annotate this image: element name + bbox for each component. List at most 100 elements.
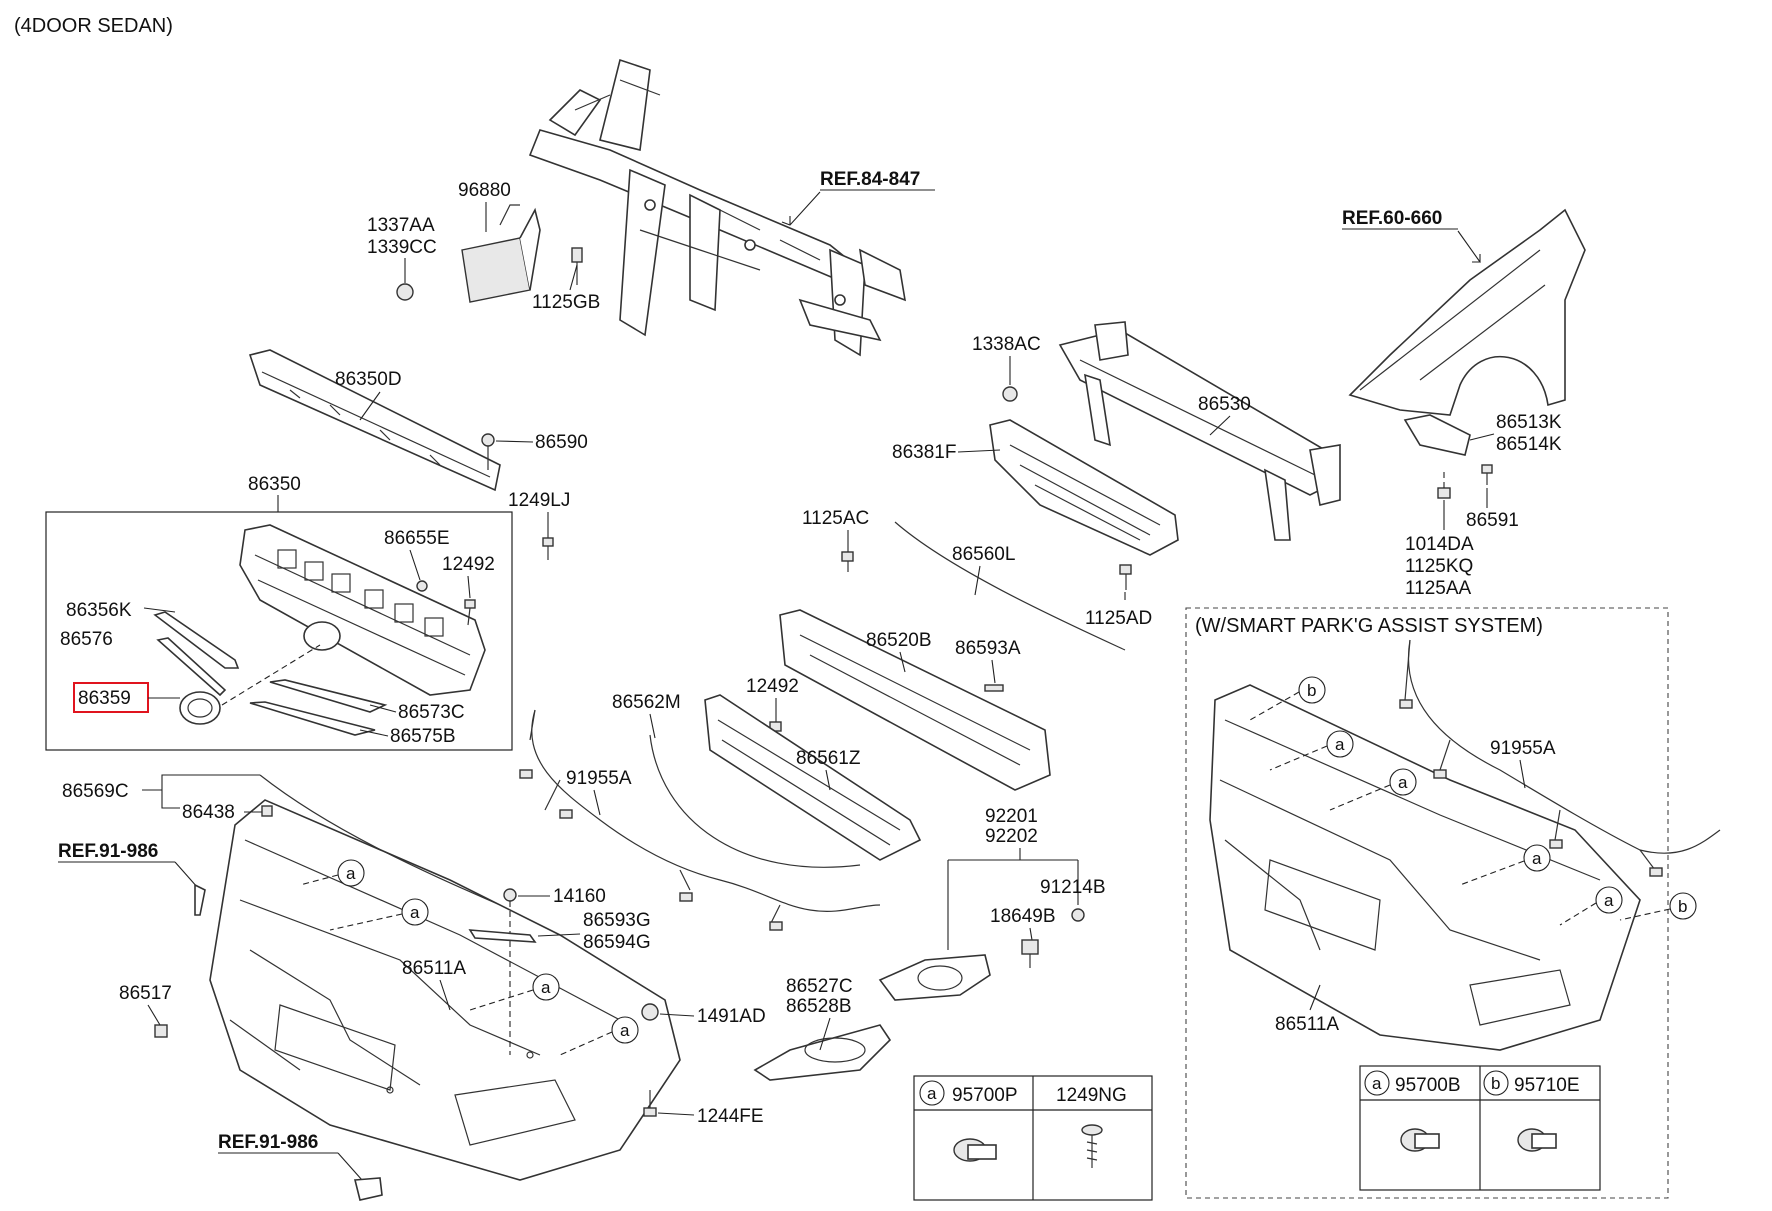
screw-1244fe[interactable] bbox=[643, 1090, 657, 1117]
label-91214b: 91214B bbox=[1040, 877, 1106, 898]
label-86594g: 86594G bbox=[583, 932, 651, 953]
molding-86569c[interactable] bbox=[259, 774, 501, 906]
label-86655e: 86655E bbox=[384, 528, 450, 549]
ref-crossmember[interactable]: REF.84-847 bbox=[820, 169, 920, 190]
front-bumper-86511a[interactable] bbox=[209, 799, 681, 1181]
crossmember-assembly[interactable] bbox=[528, 58, 907, 357]
svg-text:b: b bbox=[1678, 897, 1687, 916]
label-86520b: 86520B bbox=[866, 630, 932, 651]
label-1125kq: 1125KQ bbox=[1405, 556, 1473, 577]
molding-86575b[interactable] bbox=[249, 701, 376, 736]
label-86560l: 86560L bbox=[952, 544, 1015, 565]
grille-cover-86350d[interactable] bbox=[248, 349, 501, 492]
sensor-b-icon bbox=[1517, 1128, 1557, 1152]
label-91955a: 91955A bbox=[566, 768, 632, 789]
molding-86560l[interactable] bbox=[894, 521, 1126, 651]
label-92202: 92202 bbox=[985, 826, 1038, 847]
energy-absorber-86520b[interactable] bbox=[779, 609, 1051, 791]
sp-marker-a-4: a bbox=[1595, 886, 1623, 914]
variant-header: (4DOOR SEDAN) bbox=[14, 15, 173, 37]
sp-legend-b-code: 95710E bbox=[1514, 1075, 1580, 1096]
screw-1249lj[interactable] bbox=[542, 537, 554, 560]
screw-1125ac[interactable] bbox=[841, 551, 854, 572]
fog-lamp-cover-86527c[interactable] bbox=[753, 1024, 892, 1081]
molding-86576[interactable] bbox=[156, 637, 227, 697]
marker-a-2: a bbox=[401, 898, 429, 926]
label-1339cc: 1339CC bbox=[367, 237, 437, 258]
clip-1491ad[interactable] bbox=[641, 1003, 659, 1021]
nut-1338ac[interactable] bbox=[1002, 386, 1018, 402]
label-86530: 86530 bbox=[1198, 394, 1251, 415]
lower-grille-86381f[interactable] bbox=[989, 419, 1179, 556]
label-86593a: 86593A bbox=[955, 638, 1021, 659]
cap-86517[interactable] bbox=[154, 1024, 168, 1038]
smart-park-bumper[interactable] bbox=[1209, 684, 1641, 1051]
svg-text:a: a bbox=[927, 1084, 937, 1103]
legend-other-code: 1249NG bbox=[1056, 1085, 1127, 1106]
label-86590: 86590 bbox=[535, 432, 588, 453]
clip-86593a[interactable] bbox=[984, 684, 1004, 692]
label-86562m: 86562M bbox=[612, 692, 681, 713]
harness-91955a[interactable] bbox=[519, 709, 881, 931]
bolt-1014da[interactable] bbox=[1437, 472, 1451, 499]
sp-legend-table: a 95700B b 95710E bbox=[1359, 1065, 1601, 1191]
smart-park-harness[interactable] bbox=[1399, 639, 1721, 877]
label-18649b: 18649B bbox=[990, 906, 1056, 927]
label-92201: 92201 bbox=[985, 806, 1038, 827]
fender-assembly[interactable] bbox=[1348, 208, 1586, 416]
label-86381f: 86381F bbox=[892, 442, 956, 463]
label-86514k: 86514K bbox=[1496, 434, 1562, 455]
clip-86590[interactable] bbox=[481, 433, 495, 470]
bulb-91214b[interactable] bbox=[1071, 908, 1085, 922]
label-1125gb: 1125GB bbox=[532, 292, 600, 313]
label-86591: 86591 bbox=[1466, 510, 1519, 531]
svg-text:b: b bbox=[1307, 681, 1316, 700]
marker-a-4: a bbox=[611, 1016, 639, 1044]
molding-86573c[interactable] bbox=[269, 679, 388, 713]
svg-text:a: a bbox=[410, 903, 420, 922]
molding-86593g[interactable] bbox=[468, 929, 537, 943]
label-86359[interactable]: 86359 bbox=[78, 688, 131, 709]
label-1249lj: 1249LJ bbox=[508, 490, 570, 511]
emblem-86359[interactable] bbox=[179, 691, 221, 725]
label-86573c: 86573C bbox=[398, 702, 465, 723]
module-96880[interactable] bbox=[461, 204, 541, 303]
label-86350: 86350 bbox=[248, 474, 301, 495]
bracket-86513k[interactable] bbox=[1403, 414, 1471, 456]
nut-1337aa[interactable] bbox=[396, 283, 414, 301]
clip-14160[interactable] bbox=[503, 888, 517, 1055]
bulb-18649b[interactable] bbox=[1021, 939, 1039, 968]
label-1244fe: 1244FE bbox=[697, 1106, 764, 1127]
ref-fender[interactable]: REF.60-660 bbox=[1342, 208, 1442, 229]
legend-table: a 95700P 1249NG bbox=[913, 1075, 1153, 1201]
sp-marker-b-2: b bbox=[1669, 892, 1697, 920]
screw-12492-upper[interactable] bbox=[464, 599, 476, 626]
fog-lamp-92201[interactable] bbox=[878, 954, 991, 1001]
screw-1125ad[interactable] bbox=[1119, 564, 1132, 590]
grille-86561z[interactable] bbox=[704, 694, 922, 861]
sp-marker-a-2: a bbox=[1389, 768, 1417, 796]
label-86350d: 86350D bbox=[335, 369, 402, 390]
molding-86562m[interactable] bbox=[649, 734, 861, 868]
molding-86356k[interactable] bbox=[153, 611, 240, 669]
clip-86655e[interactable] bbox=[416, 580, 428, 592]
clip-86438[interactable] bbox=[261, 805, 273, 817]
label-86561z: 86561Z bbox=[796, 748, 861, 769]
sp-legend-a-code: 95700B bbox=[1395, 1075, 1461, 1096]
grille-assembly-box bbox=[45, 511, 513, 751]
label-86356k: 86356K bbox=[66, 600, 132, 621]
screw-86591[interactable] bbox=[1481, 464, 1493, 485]
radiator-grille-86350[interactable] bbox=[239, 524, 486, 696]
ref-bumper-lower[interactable]: REF.91-986 bbox=[218, 1132, 318, 1153]
screw-icon bbox=[1081, 1124, 1103, 1168]
label-smart-park-harness: 91955A bbox=[1490, 738, 1556, 759]
sp-marker-b-1: b bbox=[1298, 676, 1326, 704]
label-12492-upper: 12492 bbox=[442, 554, 495, 575]
bumper-beam-86530[interactable] bbox=[1058, 321, 1341, 541]
svg-text:a: a bbox=[541, 978, 551, 997]
ref-bumper-upper[interactable]: REF.91-986 bbox=[58, 841, 158, 862]
svg-text:a: a bbox=[346, 864, 356, 883]
label-smart-park-bumper: 86511A bbox=[1275, 1014, 1339, 1035]
label-86511a: 86511A bbox=[402, 958, 466, 979]
